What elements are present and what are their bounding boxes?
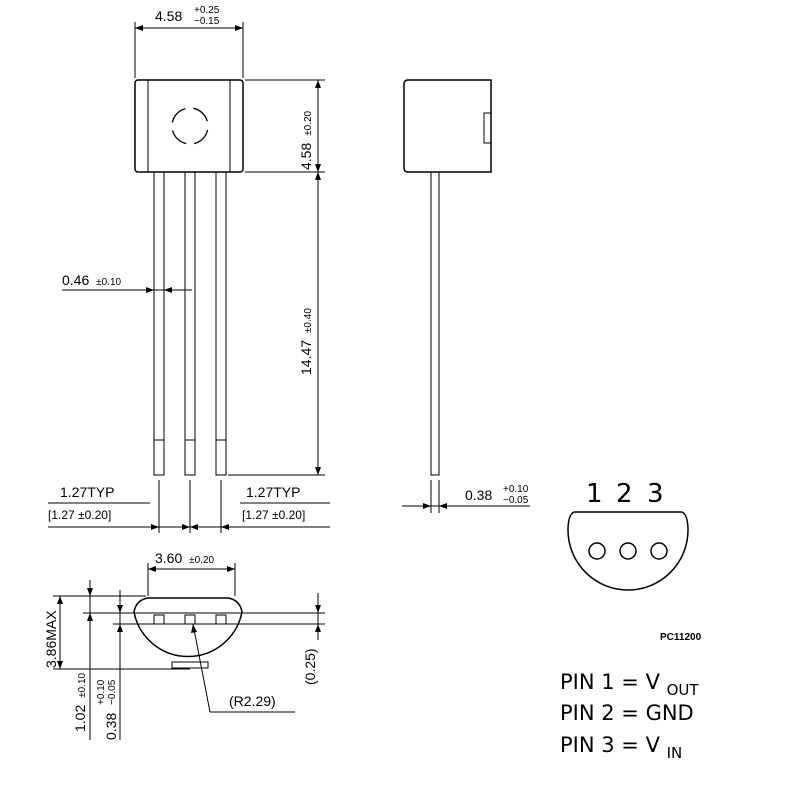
lead-1	[153, 171, 165, 476]
body-width-value: 4.58	[155, 8, 182, 24]
pitch-right-alt: [1.27 ±0.20]	[242, 508, 305, 522]
bottom-width-dim: 3.60 ±0.20	[155, 550, 215, 566]
body-height-dim: 4.58 ±0.20	[298, 110, 314, 170]
bottom-view: 3.60 ±0.20 3.86MAX 1.02 ±0.10 0.38 +0.10…	[43, 550, 325, 740]
pin-hole-1	[588, 542, 606, 560]
lead-thickness-tol-plus: +0.10	[503, 484, 529, 495]
side-body	[403, 79, 492, 173]
radius-dim: (R2.29)	[229, 693, 276, 709]
pinout-body	[567, 511, 689, 591]
front-mark-circle	[171, 107, 209, 145]
lead-width-dim: 0.46 ±0.10	[62, 272, 122, 288]
drawing-code: PC11200	[660, 632, 702, 643]
side-tab	[483, 112, 492, 144]
dim-c: (0.25)	[302, 648, 318, 685]
pitch-left-alt: [1.27 ±0.20]	[48, 508, 111, 522]
pin-1-def: PIN 1 = V OUT	[560, 670, 699, 699]
pin-hole-3	[650, 542, 668, 560]
pinout: 1 2 3 PC11200 PIN 1 = V OUT PIN 2 = GND …	[560, 479, 702, 762]
pin-3-def: PIN 3 = V IN	[560, 733, 682, 762]
dim-b-value: 0.38	[103, 713, 119, 740]
lead-thickness-tol-minus: −0.05	[503, 495, 529, 506]
lead-2	[184, 171, 196, 476]
lead-3	[215, 171, 227, 476]
side-view: 0.38 +0.10 −0.05	[402, 79, 530, 513]
lead-thickness-value: 0.38	[465, 487, 492, 503]
lead-length-dim: 14.47 ±0.40	[298, 308, 314, 375]
side-lead	[430, 171, 440, 476]
pin-2-def: PIN 2 = GND	[560, 701, 694, 725]
dim-a: 1.02 ±0.10	[72, 672, 88, 732]
front-body	[134, 79, 244, 173]
dim-b-tol-minus: −0.05	[107, 679, 118, 705]
front-view: 4.58 +0.25 −0.15 4.58 ±0.20 14.47 ±0.40 …	[48, 5, 330, 533]
pin-number-1: 1	[586, 479, 603, 509]
body-width-tol-minus: −0.15	[194, 16, 220, 27]
pitch-left-typ: 1.27TYP	[60, 484, 114, 500]
pin-number-3: 3	[647, 479, 664, 509]
pin-number-2: 2	[616, 479, 633, 509]
pin-hole-2	[619, 542, 637, 560]
height-max-dim: 3.86MAX	[43, 610, 59, 668]
bottom-body	[133, 597, 243, 658]
pitch-right-typ: 1.27TYP	[246, 484, 300, 500]
dim-b-tol-plus: +0.10	[96, 679, 107, 705]
body-width-tol-plus: +0.25	[194, 5, 220, 16]
